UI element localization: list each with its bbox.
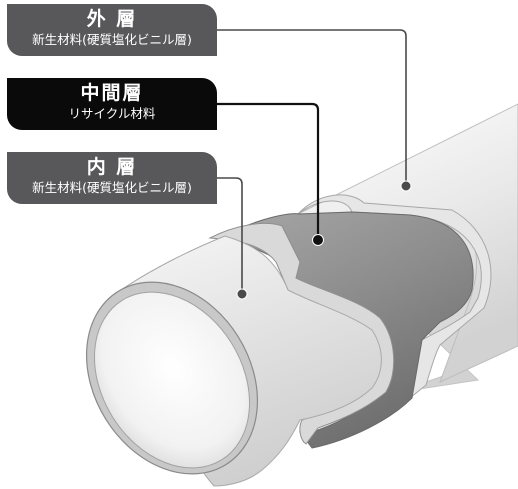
inner-leader-line [217,177,243,294]
inner-layer-title: 内 層 [86,156,138,178]
middle-layer-title: 中間層 [80,82,144,104]
outer-layer-label: 外 層 新生材料(硬質塩化ビニル層) [7,4,217,56]
outer-layer-subtitle: 新生材料(硬質塩化ビニル層) [32,32,192,47]
middle-leader-line [217,102,320,240]
inner-bore [94,291,250,469]
outer-layer-title: 外 層 [86,8,138,30]
middle-leader-dot [312,234,324,246]
middle-layer-label: 中間層 リサイクル材料 [7,78,217,130]
inner-layer-label: 内 層 新生材料(硬質塩化ビニル層) [7,152,217,204]
middle-layer-subtitle: リサイクル材料 [68,106,156,121]
inner-leader-dot [236,288,248,300]
inner-layer-subtitle: 新生材料(硬質塩化ビニル層) [32,180,192,195]
outer-leader-line [217,29,407,186]
outer-leader-dot [400,180,412,192]
